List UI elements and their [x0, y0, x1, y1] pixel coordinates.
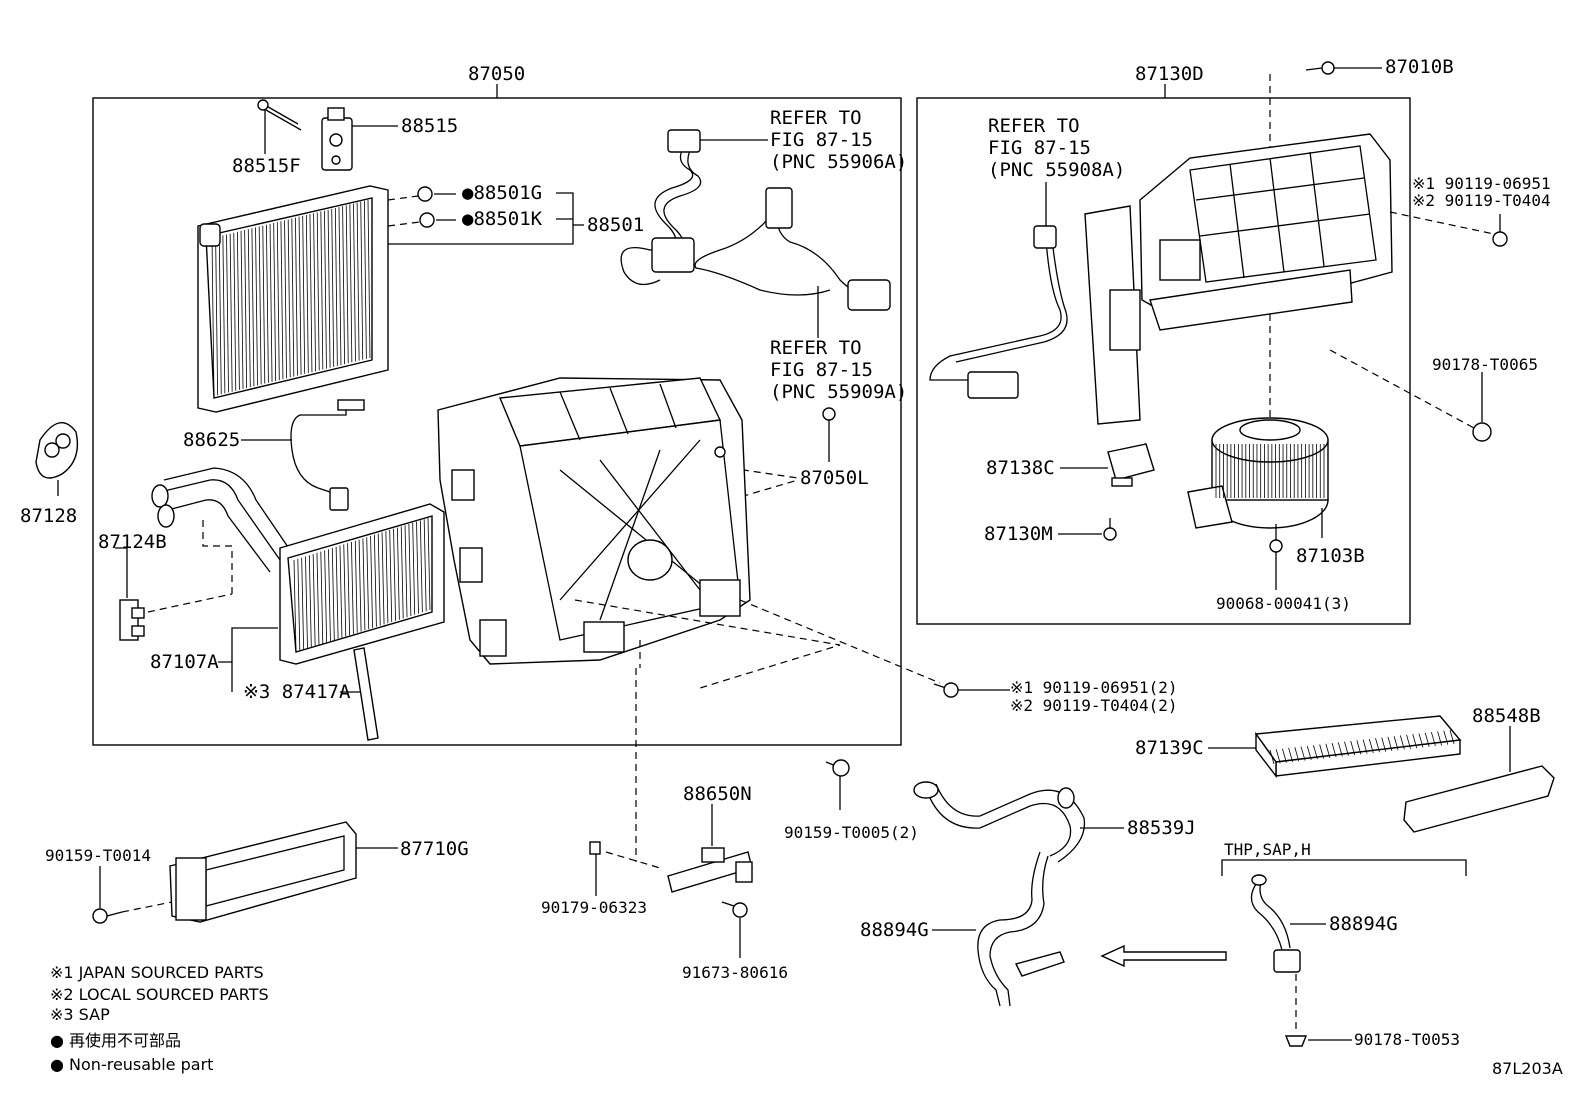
heater-core-87107A: [151, 467, 445, 665]
screw-90119a: [1492, 231, 1508, 247]
screw-90159-T0014: [92, 908, 123, 924]
o-ring-88501K: [419, 212, 435, 228]
hvac-housing-87050: [437, 377, 751, 665]
clip-90178-T0053: [1284, 1035, 1308, 1047]
clamp-87124B: [119, 599, 145, 641]
wire-harness-55909A: [694, 187, 891, 311]
direction-arrow: [1100, 944, 1227, 968]
wire-harness-55906A: [620, 129, 702, 286]
callout-88539J: 88539J: [1127, 817, 1196, 839]
clip-90179: [589, 841, 601, 855]
refer-a-line1: REFER TO: [770, 107, 862, 129]
label-thp-sap-h: THP,SAP,H: [1224, 840, 1311, 859]
legend-local: ※2 LOCAL SOURCED PARTS: [50, 985, 269, 1004]
refer-b-line3: (PNC 55909A): [770, 381, 907, 403]
callout-88501G: ●88501G: [462, 182, 542, 204]
screw-91673: [721, 901, 748, 918]
screw-87010B: [1305, 61, 1335, 75]
callout-88548B: 88548B: [1472, 705, 1541, 727]
foam-strip-87417A: [353, 647, 379, 741]
callout-91673: 91673-80616: [682, 963, 788, 982]
callout-90119a-1: ※1 90119-06951: [1412, 174, 1551, 193]
hose-88894G-right: [1250, 874, 1301, 973]
nut-90178-T0065: [1472, 422, 1492, 442]
grommet-87128: [35, 422, 79, 479]
callout-87710G: 87710G: [400, 838, 469, 860]
callout-88650N: 88650N: [683, 783, 752, 805]
callout-87050: 87050: [468, 63, 525, 85]
callout-87139C: 87139C: [1135, 737, 1204, 759]
callout-87107A: 87107A: [150, 651, 219, 673]
callout-88501K: ●88501K: [462, 208, 543, 230]
callout-87128: 87128: [20, 505, 77, 527]
callout-87010B: 87010B: [1385, 56, 1454, 78]
screw-87050L: [822, 407, 836, 442]
callout-88625: 88625: [183, 429, 240, 451]
callout-87124B: 87124B: [98, 531, 167, 553]
refer-c-line1: REFER TO: [988, 115, 1080, 137]
legend-sap: ※3 SAP: [50, 1005, 110, 1024]
bolt-90119b: [933, 682, 959, 698]
legend-japan: ※1 JAPAN SOURCED PARTS: [50, 963, 264, 982]
callout-90119b-2: ※2 90119-T0404(2): [1010, 696, 1178, 715]
callout-90178-T0053: 90178-T0053: [1354, 1030, 1460, 1049]
filter-cover-88548B: [1403, 765, 1555, 833]
amplifier-88650N: [667, 847, 753, 893]
callout-87103B: 87103B: [1296, 545, 1365, 567]
refer-b-line1: REFER TO: [770, 337, 862, 359]
callout-90068: 90068-00041(3): [1216, 594, 1351, 613]
screw-90159-T0005: [825, 759, 850, 777]
bolt-88515F: [257, 99, 302, 131]
o-ring-88501G: [417, 186, 433, 202]
figure-id: 87L203A: [1492, 1059, 1563, 1078]
refer-c-line3: (PNC 55908A): [988, 159, 1125, 181]
blower-motor-87103B: [1187, 417, 1329, 529]
refer-a-line2: FIG 87-15: [770, 129, 873, 151]
evaporator-88501: [197, 185, 389, 413]
legend-non-reusable-jp: ● 再使用不可部品: [50, 1031, 181, 1050]
callout-90179: 90179-06323: [541, 898, 647, 917]
callout-87050L: 87050L: [800, 467, 869, 489]
callout-90159-T0014: 90159-T0014: [45, 846, 151, 865]
callout-88515F: 88515F: [232, 155, 301, 177]
callout-87138C: 87138C: [986, 457, 1055, 479]
callout-88894G-b: 88894G: [1329, 913, 1398, 935]
callout-90119a-2: ※2 90119-T0404: [1412, 191, 1551, 210]
callout-88894G-a: 88894G: [860, 919, 929, 941]
callout-90159-T0005: 90159-T0005(2): [784, 823, 919, 842]
thermistor-88625: [290, 399, 365, 511]
refer-a-line3: (PNC 55906A): [770, 151, 907, 173]
legend-non-reusable-en: ● Non-reusable part: [50, 1055, 213, 1074]
refer-c-line2: FIG 87-15: [988, 137, 1091, 159]
callout-87130M: 87130M: [984, 523, 1053, 545]
callout-87417A: ※3 87417A: [243, 681, 351, 703]
resistor-87138C: [1107, 443, 1155, 487]
air-filter-87139C: [1254, 715, 1462, 779]
refer-b-line2: FIG 87-15: [770, 359, 873, 381]
callout-88515: 88515: [401, 115, 458, 137]
ptc-heater-87710G: [169, 821, 357, 923]
callout-87130D: 87130D: [1135, 63, 1204, 85]
callout-90119b-1: ※1 90119-06951(2): [1010, 678, 1178, 697]
callout-88501: 88501: [587, 214, 644, 236]
wire-harness-55908A: [929, 225, 1068, 399]
hose-88894G-left: [977, 851, 1065, 1007]
duct-88539J: [913, 781, 1086, 863]
assembly-box-87130D: [916, 97, 1411, 625]
callout-90178-T0065: 90178-T0065: [1432, 355, 1538, 374]
blower-case-87130D: [1084, 133, 1393, 425]
expansion-valve-88515: [321, 107, 353, 171]
screw-87130M: [1103, 518, 1117, 541]
